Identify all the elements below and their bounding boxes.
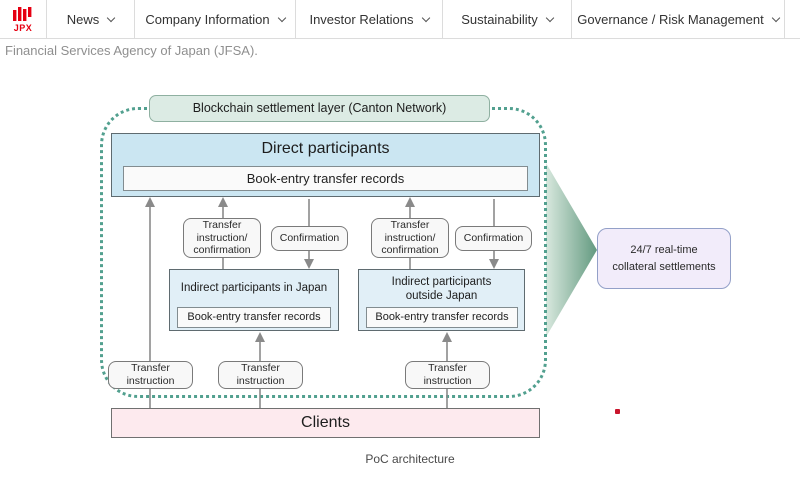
confirmation-box: Confirmation — [271, 226, 348, 251]
nav-item-company-information[interactable]: Company Information — [135, 0, 296, 38]
chevron-down-icon — [421, 13, 430, 22]
chevron-down-icon — [277, 13, 286, 22]
nav-item-label: Governance / Risk Management — [577, 11, 764, 27]
transfer-instruction-box: Transfer instruction — [108, 361, 193, 389]
top-nav: JPX News Company Information Investor Re… — [0, 0, 800, 39]
direct-participants-title: Direct participants — [261, 140, 390, 157]
nav-filler — [785, 0, 800, 38]
nav-item-sustainability[interactable]: Sustainability — [443, 0, 572, 38]
diagram-caption: PoC architecture — [365, 452, 455, 466]
indirect-participants-outside-title: Indirect participants outside Japan — [391, 276, 492, 303]
jpx-logo-icon — [13, 6, 32, 21]
settlement-layer-label: Blockchain settlement layer (Canton Netw… — [149, 95, 490, 122]
nav-item-label: Investor Relations — [309, 11, 414, 27]
nav-item-governance-risk-management[interactable]: Governance / Risk Management — [572, 0, 785, 38]
nav-item-news[interactable]: News — [47, 0, 135, 38]
indirect-participants-japan-title: Indirect participants in Japan — [180, 282, 328, 294]
chevron-down-icon — [545, 13, 555, 22]
outside-book-entry-records: Book-entry transfer records — [366, 307, 518, 328]
nav-item-investor-relations[interactable]: Investor Relations — [296, 0, 443, 38]
transfer-instruction-box: Transfer instruction — [405, 361, 490, 389]
outcome-box: 24/7 real-time collateral settlements — [597, 228, 731, 289]
transfer-instruction-confirmation-box: Transfer instruction/ confirmation — [371, 218, 449, 258]
jpx-logo-text: JPX — [13, 22, 33, 33]
jpx-logo[interactable]: JPX — [0, 0, 47, 38]
source-note: Financial Services Agency of Japan (JFSA… — [5, 43, 258, 58]
transfer-instruction-confirmation-box: Transfer instruction/ confirmation — [183, 218, 261, 258]
red-dot-marker — [615, 409, 620, 414]
direct-book-entry-records: Book-entry transfer records — [123, 166, 528, 191]
nav-item-label: News — [66, 11, 100, 27]
clients-box: Clients — [111, 408, 540, 438]
green-arrow-shape — [546, 163, 597, 337]
chevron-down-icon — [771, 13, 780, 22]
japan-book-entry-records: Book-entry transfer records — [177, 307, 331, 328]
chevron-down-icon — [107, 13, 116, 22]
transfer-instruction-box: Transfer instruction — [218, 361, 303, 389]
confirmation-box: Confirmation — [455, 226, 532, 251]
nav-item-label: Company Information — [145, 11, 270, 27]
nav-item-label: Sustainability — [461, 11, 538, 27]
